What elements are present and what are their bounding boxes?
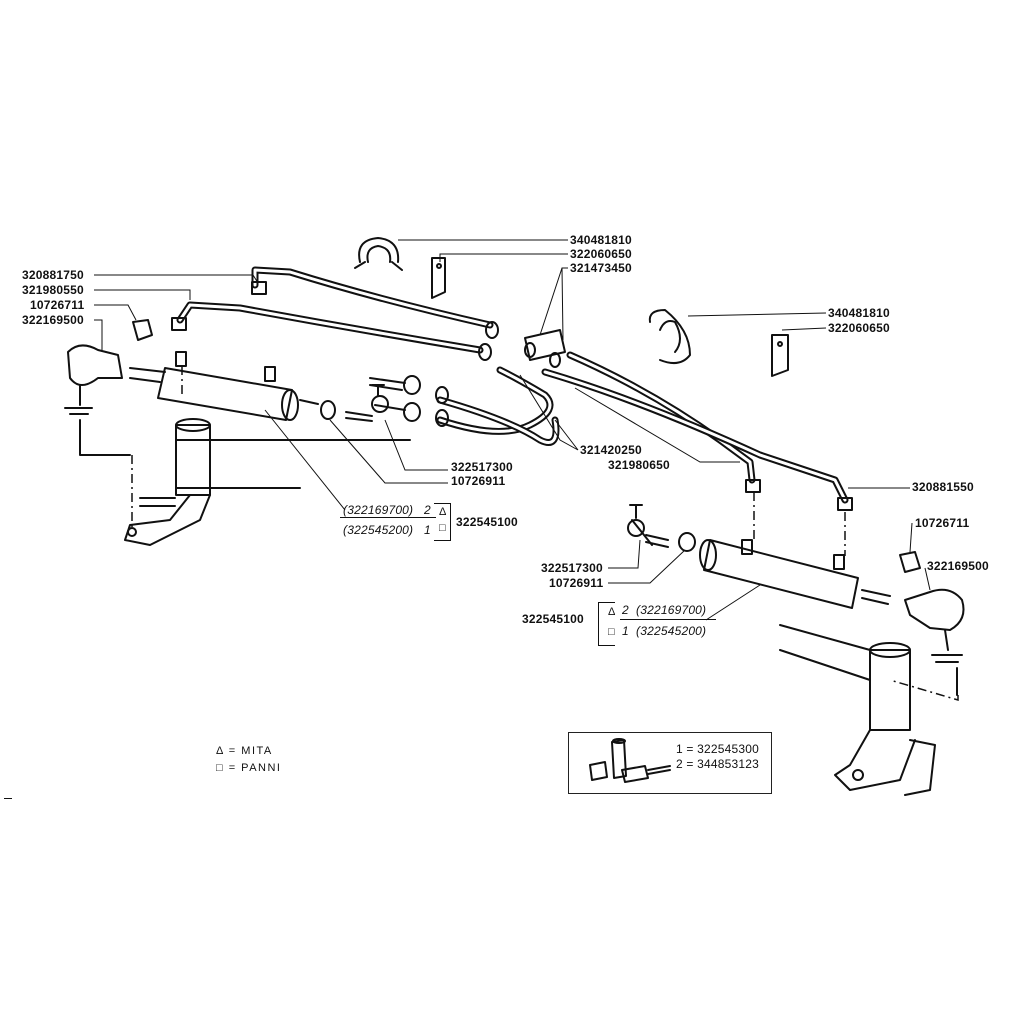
hose-clamp-right <box>648 309 789 377</box>
leader-321980650 <box>574 387 740 463</box>
label-320881750: 320881750 <box>22 268 84 282</box>
right-nut <box>899 551 921 573</box>
right-axle-spindle <box>779 624 936 796</box>
label-322060650-a: 322060650 <box>570 247 632 261</box>
seal-kit-illustration <box>589 738 671 783</box>
left-ball-joint <box>64 344 131 456</box>
triangle-symbol-right: Δ <box>608 606 616 618</box>
label-340481810-b: 340481810 <box>828 306 890 320</box>
leader-321473450 <box>539 267 568 341</box>
leader-322060650-a <box>439 253 568 262</box>
leader-10726711-a <box>94 304 137 321</box>
cross-hoses <box>435 366 560 446</box>
label-321980550: 321980550 <box>22 283 84 297</box>
triangle-symbol-left: Δ <box>439 506 447 518</box>
leader-10726711-b <box>909 522 913 553</box>
label-322060650-b: 322060650 <box>828 321 890 335</box>
square-symbol-right: □ <box>608 626 615 638</box>
leader-10726911-a <box>329 419 448 484</box>
leader-322060650-b <box>781 327 827 331</box>
right-cylinder <box>627 504 891 609</box>
legend-panni: □ = PANNI <box>216 762 282 774</box>
right-variant-num-2: 1 <box>622 624 629 638</box>
edge-mark <box>4 798 12 799</box>
left-nut <box>132 319 153 341</box>
label-321980650: 321980650 <box>608 458 670 472</box>
left-variant-divider <box>340 517 436 518</box>
leader-322517300-b <box>608 539 641 569</box>
left-variant-code-1: (322169700) <box>343 503 414 517</box>
tee-fitting <box>524 329 566 368</box>
legend-mita: Δ = MITA <box>216 745 273 757</box>
label-322169500-a: 322169500 <box>22 313 84 327</box>
square-symbol-left: □ <box>439 522 446 534</box>
leader-10726911-b <box>608 549 686 584</box>
leader-340481810-b <box>687 312 827 317</box>
label-322517300-a: 322517300 <box>451 460 513 474</box>
assembly-line-right <box>889 679 959 702</box>
label-10726911-b: 10726911 <box>549 576 604 590</box>
leader-322169500-a <box>94 319 103 350</box>
left-axle-spindle <box>124 418 411 546</box>
label-322517300-b: 322517300 <box>541 561 603 575</box>
right-variant-bracket <box>598 602 615 646</box>
left-variant-num-2: 1 <box>424 523 431 537</box>
label-321420250: 321420250 <box>580 443 642 457</box>
label-10726911-a: 10726911 <box>451 474 506 488</box>
right-ball-joint <box>904 588 965 696</box>
label-322545100-b: 322545100 <box>522 612 584 626</box>
left-variant-bracket <box>434 503 451 541</box>
seal-kit-box <box>568 732 772 794</box>
label-10726711-b: 10726711 <box>915 516 970 530</box>
right-variant-code-2: (322545200) <box>636 624 707 638</box>
right-variant-num-1: 2 <box>622 603 629 617</box>
label-340481810-a: 340481810 <box>570 233 632 247</box>
left-cylinder <box>129 351 389 422</box>
label-322545100-a: 322545100 <box>456 515 518 529</box>
left-variant-num-1: 2 <box>424 503 431 517</box>
label-10726711-a: 10726711 <box>30 298 85 312</box>
kit-line-1: 1 = 322545300 <box>676 742 760 756</box>
left-fittings <box>369 375 421 422</box>
label-321473450: 321473450 <box>570 261 632 275</box>
left-variant-code-2: (322545200) <box>343 523 414 537</box>
leader-322169500-b <box>924 567 931 591</box>
right-variant-code-1: (322169700) <box>636 603 707 617</box>
leader-left-cyl <box>264 409 346 511</box>
leader-321420250 <box>519 374 579 451</box>
leader-right-cyl <box>705 584 761 621</box>
leader-322517300-a <box>384 419 448 471</box>
right-variant-divider <box>620 619 716 620</box>
leader-320881750 <box>94 274 259 284</box>
upper-hoses-right <box>541 351 853 511</box>
label-322169500-b: 322169500 <box>927 559 989 573</box>
upper-hoses-left <box>171 266 499 361</box>
label-320881550: 320881550 <box>912 480 974 494</box>
leader-321980550 <box>94 289 191 300</box>
kit-line-2: 2 = 344853123 <box>676 757 760 771</box>
hose-clamp-left <box>354 237 446 299</box>
